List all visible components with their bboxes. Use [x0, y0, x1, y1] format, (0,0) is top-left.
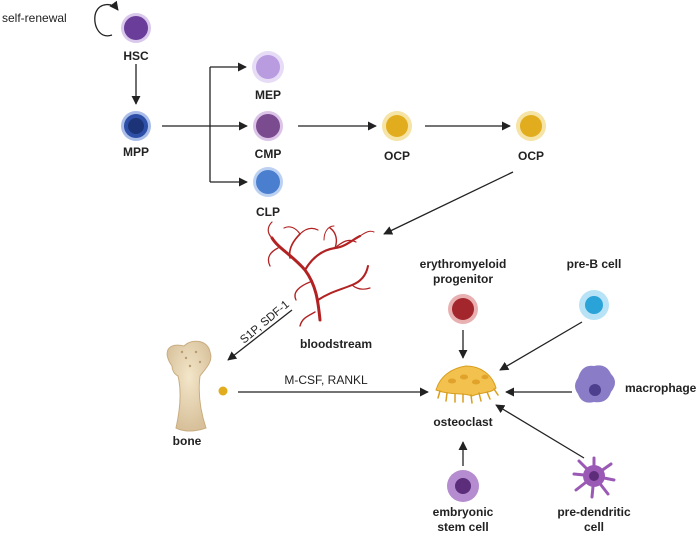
pre-dendritic-cell [572, 456, 616, 499]
preb-to-osteoclast-arrow [499, 321, 583, 371]
cmp-label: CMP [255, 147, 282, 161]
bone-label: bone [173, 434, 202, 448]
erythromyeloid-progenitor-cell [448, 294, 478, 324]
pre-b-cell [579, 290, 609, 320]
cmp-cell [253, 111, 283, 141]
clp-cell [253, 167, 283, 197]
hsc-cell [121, 13, 151, 43]
ocp-to-bloodstream-arrow [383, 171, 514, 235]
macrophage-label: macrophage [625, 381, 697, 395]
s1p-sdf1-label: S1P, SDF-1 [238, 299, 292, 347]
self-renewal-label: self-renewal [2, 11, 67, 25]
erythromyeloid-label: erythromyeloid [420, 257, 507, 271]
bloodstream-vessel-icon [267, 221, 375, 327]
predendritic-to-osteoclast-arrow [495, 404, 585, 459]
embryonic-label: embryonic [433, 505, 494, 519]
mep-cell [252, 51, 284, 83]
ocp-cell-1 [382, 111, 412, 141]
cell-label: cell [584, 520, 604, 534]
ocp-cell-2 [516, 111, 546, 141]
mpp-cell [121, 111, 151, 141]
pre-b-cell-label: pre-B cell [567, 257, 622, 271]
progenitor-label: progenitor [433, 272, 493, 286]
pre-dendritic-label: pre-dendritic [557, 505, 631, 519]
osteoclast-label: osteoclast [433, 415, 492, 429]
mpp-label: MPP [123, 145, 149, 159]
mep-label: MEP [255, 88, 281, 102]
bone-icon [166, 340, 228, 432]
self-renewal-arrow [94, 0, 119, 37]
ocp-label-1: OCP [384, 149, 410, 163]
ocp-label-2: OCP [518, 149, 544, 163]
stem-cell-label: stem cell [437, 520, 488, 534]
embryonic-stem-cell [447, 470, 479, 502]
hsc-label: HSC [123, 49, 149, 63]
bloodstream-label: bloodstream [300, 337, 372, 351]
bloodstream-to-bone-arrow [227, 309, 293, 361]
osteoclast-cell [435, 365, 499, 404]
mcsf-rankl-label: M-CSF, RANKL [284, 373, 368, 387]
macrophage-cell [575, 365, 615, 403]
clp-label: CLP [256, 205, 280, 219]
